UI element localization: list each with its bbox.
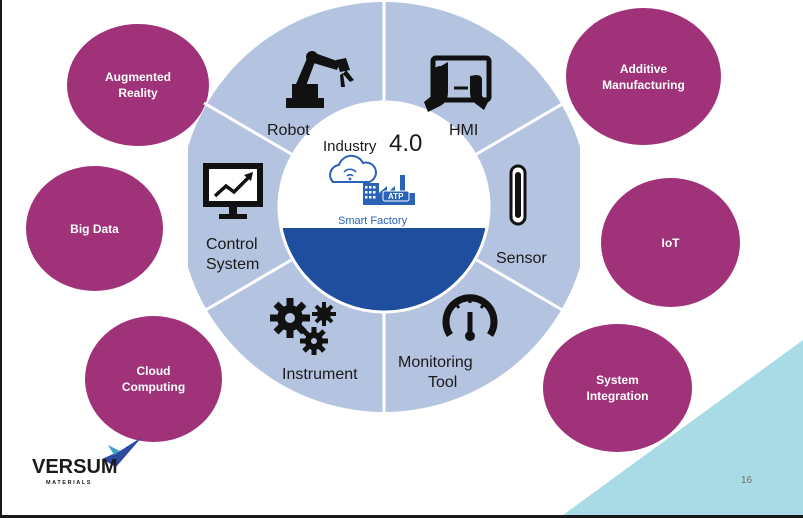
segment-sensor: Sensor (496, 250, 547, 267)
logo-chevron-icon (102, 437, 142, 467)
industry-label: Industry (323, 138, 377, 155)
segment-hmi: HMI (449, 122, 478, 139)
segment-monitoring-line1: Monitoring (398, 354, 473, 371)
smart-factory-label: Smart Factory (338, 215, 408, 227)
industry-wheel: Industry 4.0 ATP Smart Factory Robot (188, 0, 580, 414)
bubble-big-data: Big Data (26, 166, 163, 291)
corner-decoration (563, 340, 803, 515)
logo-subtitle: MATERIALS (46, 480, 93, 486)
gauge-icon (442, 294, 498, 341)
factory-badge: ATP (388, 192, 404, 201)
left-frame-edge (0, 0, 2, 518)
touchscreen-icon (424, 55, 492, 112)
segment-instrument: Instrument (282, 366, 358, 383)
gears-icon (270, 298, 336, 355)
segment-control-line1: Control (206, 236, 258, 253)
bubble-iot: IoT (601, 178, 740, 307)
bottom-frame-edge (0, 515, 803, 518)
segment-control-line2: System (206, 256, 259, 273)
wheel-dividers (203, 0, 565, 414)
segment-robot: Robot (267, 122, 310, 139)
monitor-chart-icon (203, 163, 263, 219)
segment-monitoring-line2: Tool (428, 374, 457, 391)
thermometer-icon (509, 164, 527, 226)
factory-icon (363, 175, 415, 205)
cloud-wifi-icon (329, 154, 377, 183)
page-number: 16 (741, 475, 753, 486)
versum-logo: VERSUM MATERIALS (32, 437, 144, 491)
robot-arm-icon (286, 51, 354, 108)
industry-version: 4.0 (389, 130, 422, 157)
logo-wordmark: VERSUM (32, 456, 118, 478)
